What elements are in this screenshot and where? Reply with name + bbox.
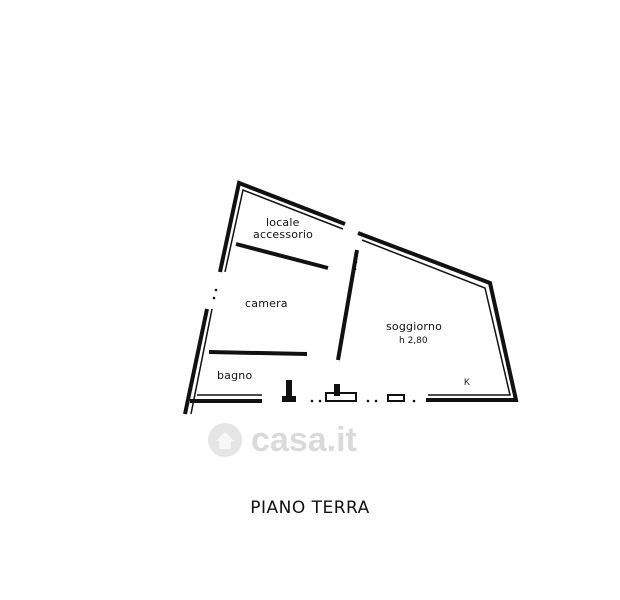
room-label-soggiorno-height: h 2,80 (399, 336, 428, 346)
wall-camera-left (183, 308, 209, 415)
plan-title: PIANO TERRA (250, 498, 370, 518)
wall-camera-soggiorno (336, 249, 359, 361)
wall-camera-left-inner (190, 308, 213, 415)
pillar-left (286, 380, 292, 402)
kitchen-mark: K (464, 377, 471, 387)
room-label-locale-line2: accessorio (253, 228, 314, 241)
wall-bottom-small (387, 394, 405, 402)
room-label-camera: camera (245, 297, 288, 310)
wall-camera-bagno (208, 350, 308, 356)
room-label-locale-line1: locale (266, 216, 300, 229)
pillar-left-base (282, 396, 296, 402)
wall-locale-left-inner (224, 188, 344, 273)
wall-bottom-mid (325, 392, 357, 402)
watermark: casa.it (205, 410, 415, 470)
room-label-bagno: bagno (217, 369, 253, 382)
wall-soggiorno-top (357, 231, 519, 402)
wall-locale-camera (235, 242, 329, 270)
watermark-text: casa.it (251, 420, 357, 459)
pillar-mid (334, 384, 340, 396)
wall-soggiorno-top-inner (361, 239, 511, 396)
house-icon (208, 423, 242, 457)
wall-locale-left (218, 180, 346, 273)
room-label-soggiorno: soggiorno (386, 320, 443, 333)
